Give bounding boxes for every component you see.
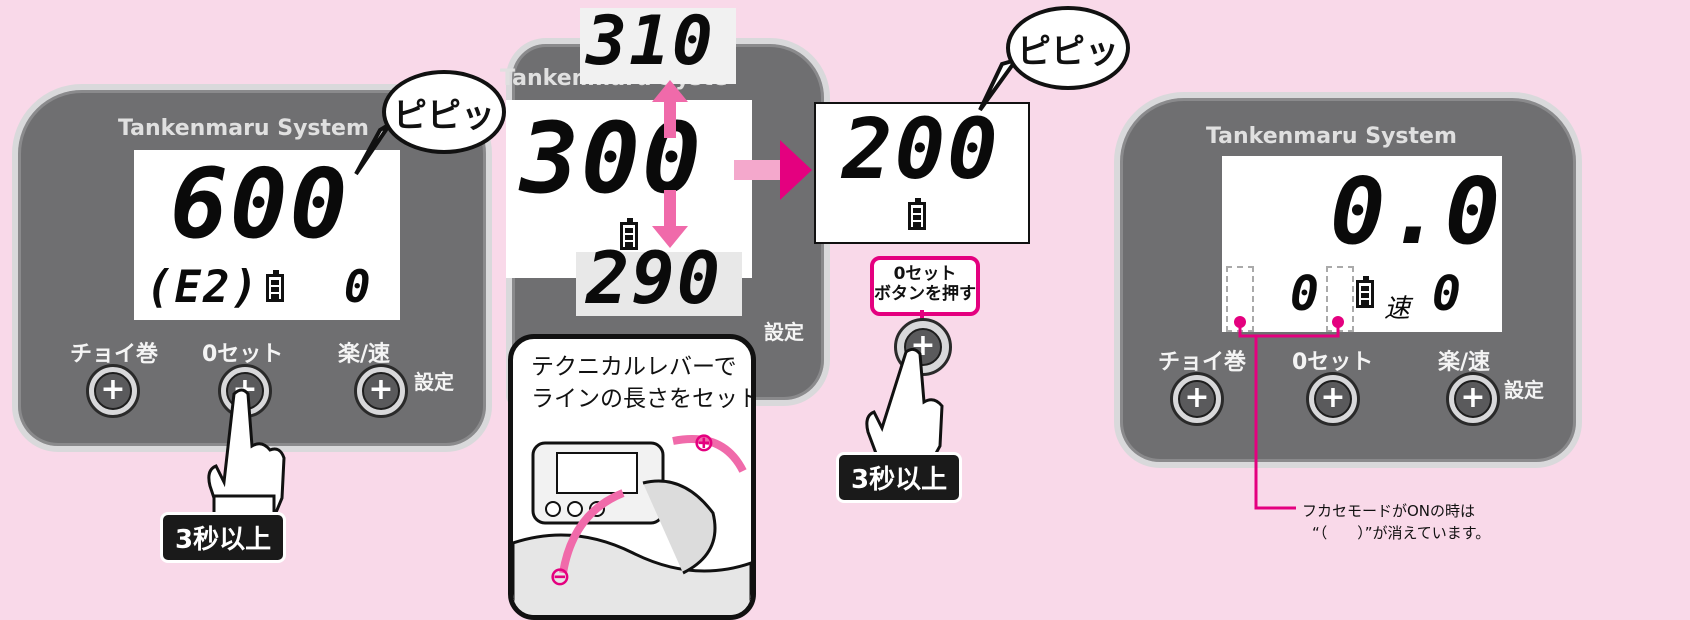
panel-2-battery-icon [620, 218, 638, 250]
plus-icon: + [94, 372, 132, 410]
panel-4-speed-label: 速 [1384, 294, 1413, 324]
panel-4-label-raku: 楽/速 [1438, 350, 1491, 375]
panel-4-left-digit: 0 [1290, 266, 1321, 322]
lever-plus-icon: ⊕ [693, 428, 715, 458]
panel-4-raku-button[interactable]: + [1446, 372, 1500, 426]
plus-icon: + [1178, 380, 1216, 418]
panel-4-zero-button[interactable]: + [1306, 372, 1360, 426]
panel-1-label-settei: 設定 [414, 370, 454, 394]
panel-4-label-choi: チョイ巻 [1158, 350, 1247, 375]
hold-3-seconds-tag-1: 3秒以上 [160, 512, 287, 563]
panel-4-choi-button[interactable]: + [1170, 372, 1224, 426]
paren-right-placeholder [1326, 266, 1354, 332]
fukase-note-line-1: フカセモードがONの時は [1302, 502, 1476, 520]
panel-3-battery-icon [908, 198, 926, 230]
panel-4-label-settei: 設定 [1504, 378, 1544, 402]
panel-3-lcd [814, 102, 1030, 244]
lever-instruction-callout: テクニカルレバーで ラインの長さをセット ⊕ ⊖ [508, 334, 756, 620]
bubble-1-tail [354, 122, 392, 176]
pressing-hand-icon [207, 388, 286, 524]
panel-4-label-zero: 0セット [1292, 350, 1374, 375]
panel-1-label-choi: チョイ巻 [70, 342, 159, 367]
lever-minus-icon: ⊖ [549, 562, 571, 592]
panel-1-label-zero: 0セット [202, 342, 284, 367]
press-label-line-1: 0セット [893, 264, 957, 284]
hold-3-seconds-tag-2: 3秒以上 [836, 452, 963, 503]
plus-icon: + [1454, 380, 1492, 418]
panel-1-raku-button[interactable]: + [354, 364, 408, 418]
fukase-note-line-2: “（ ）”が消えています。 [1312, 524, 1491, 542]
down-arrow-icon [652, 190, 688, 248]
press-label-line-2: ボタンを押す [874, 284, 976, 304]
plus-icon: + [362, 372, 400, 410]
beep-bubble-2: ピピッ [1006, 6, 1130, 90]
panel-1-battery-icon [266, 270, 284, 302]
beep-bubble-1: ピピッ [382, 70, 506, 154]
panel-4-right-digit: 0 [1432, 266, 1463, 322]
panel-2-top-readout: 310 [586, 2, 715, 81]
panel-2-bottom-readout: 290 [586, 236, 723, 320]
panel-3-main-readout: 200 [842, 100, 1000, 198]
panel-1-brand: Tankenmaru System [118, 116, 369, 141]
panel-1-choi-button[interactable]: + [86, 364, 140, 418]
reel-illustration [513, 435, 751, 615]
press-zero-set-label: 0セット ボタンを押す [870, 256, 980, 316]
panel-1-label-raku: 楽/速 [338, 342, 391, 367]
panel-2-lcd-bottom [576, 252, 742, 316]
up-arrow-icon [652, 80, 688, 138]
panel-4-main-readout: 0.0 [1330, 158, 1503, 265]
panel-4-brand: Tankenmaru System [1206, 124, 1457, 149]
panel-4-battery-icon [1356, 276, 1374, 308]
callout-line-2: ラインの長さをセット [531, 386, 756, 412]
plus-icon: + [1314, 380, 1352, 418]
pressing-hand-icon-2 [865, 348, 944, 466]
panel-2-lcd-top [580, 8, 736, 84]
panel-1-error-code: (E2) [146, 262, 260, 313]
panel-1-depth-readout: 600 [170, 148, 350, 260]
fukase-note-connector [1234, 316, 1344, 510]
callout-line-1: テクニカルレバーで [531, 354, 737, 380]
panel-1-right-digit: 0 [344, 262, 373, 313]
panel-2-label-settei: 設定 [764, 320, 804, 344]
right-arrow-icon [734, 140, 812, 200]
